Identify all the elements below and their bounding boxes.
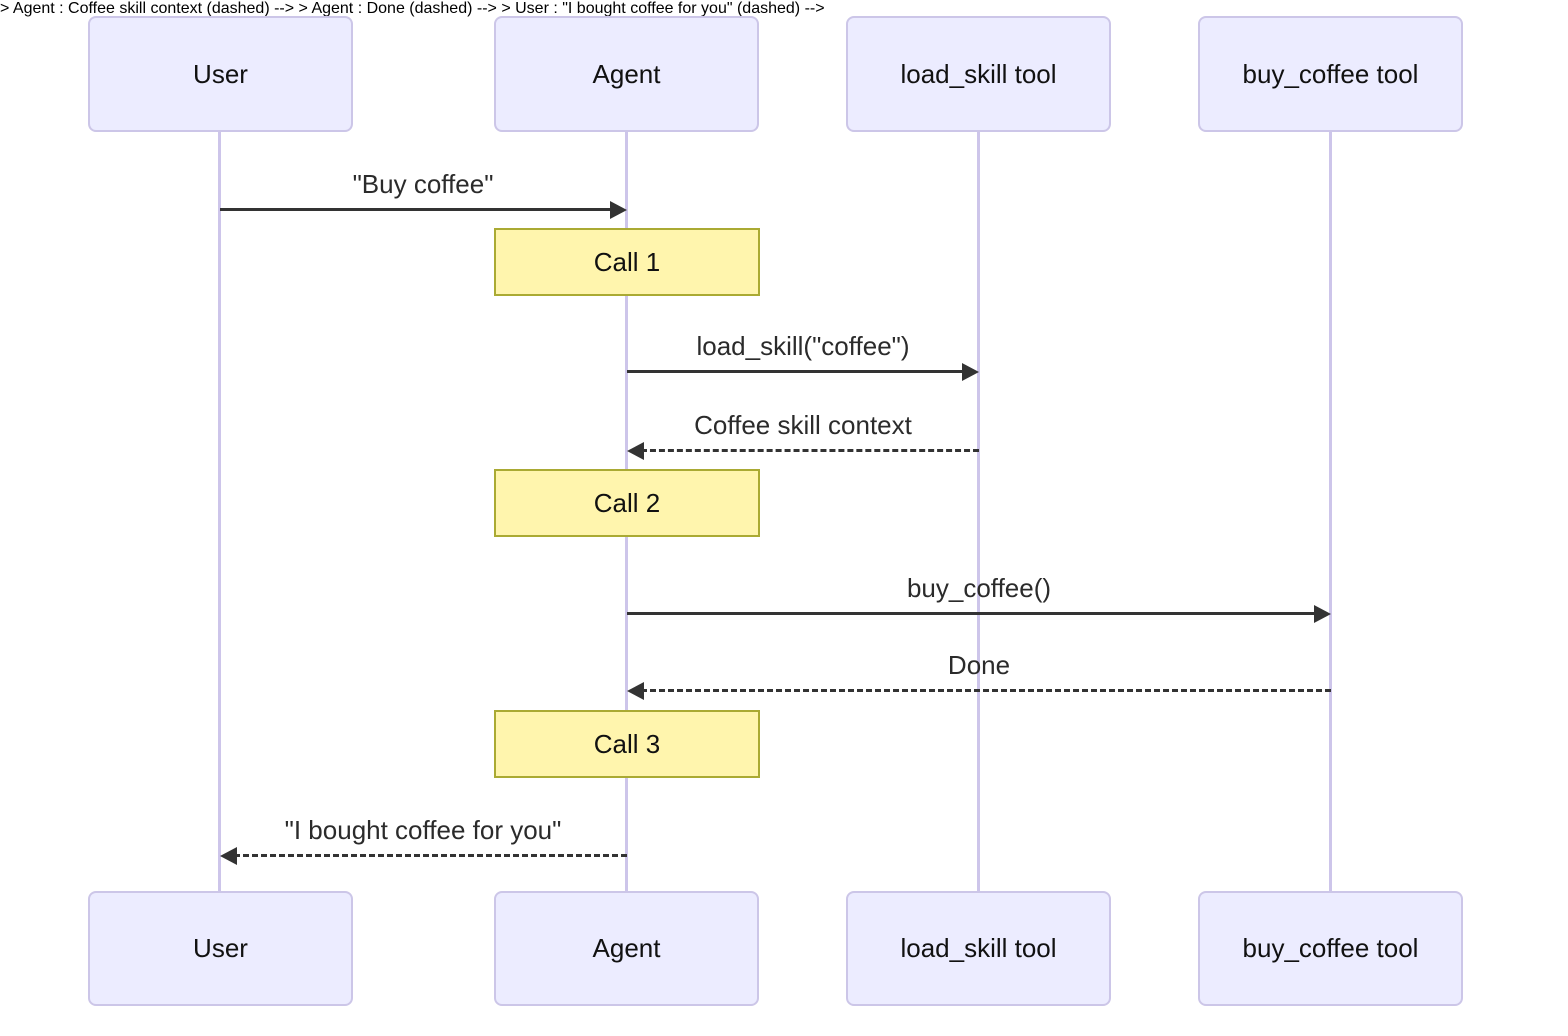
actor-agent-top: Agent [494, 16, 759, 132]
actor-user-label: User [193, 933, 248, 963]
note-call-1-label: Call 1 [593, 246, 661, 277]
message-load-skill-label: load_skill("coffee") [696, 331, 910, 361]
actor-user-bottom: User [88, 891, 353, 1006]
message-buy-coffee-label: "Buy coffee" [352, 169, 494, 199]
message-buy-coffee-call-line [627, 612, 1317, 615]
lifeline-buy-coffee [1329, 132, 1332, 891]
actor-user-label: User [193, 58, 248, 89]
actor-load-skill-label: load_skill tool [900, 933, 1057, 963]
arrowhead-right-icon [1314, 605, 1331, 623]
arrowhead-right-icon [962, 363, 979, 381]
actor-agent-bottom: Agent [494, 891, 759, 1006]
note-call-3-label: Call 3 [593, 728, 661, 759]
message-done-line [641, 689, 1331, 692]
note-call-1: Call 1 [494, 228, 760, 296]
actor-user-top: User [88, 16, 353, 132]
lifeline-load-skill [977, 132, 980, 891]
actor-load-skill-top: load_skill tool [846, 16, 1111, 132]
message-skill-context-label: Coffee skill context [694, 410, 912, 440]
note-call-3: Call 3 [494, 710, 760, 778]
message-buy-coffee-call-label: buy_coffee() [906, 573, 1052, 603]
note-call-2-label: Call 2 [593, 487, 661, 518]
message-skill-context-line [641, 449, 979, 452]
actor-buy-coffee-top: buy_coffee tool [1198, 16, 1463, 132]
actor-buy-coffee-label: buy_coffee tool [1242, 58, 1419, 89]
actor-agent-label: Agent [592, 58, 661, 89]
actor-load-skill-label: load_skill tool [900, 58, 1057, 89]
arrowhead-right-icon [610, 201, 627, 219]
actor-load-skill-bottom: load_skill tool [846, 891, 1111, 1006]
actor-buy-coffee-label: buy_coffee tool [1242, 933, 1419, 963]
actor-agent-label: Agent [592, 933, 661, 963]
message-bought-coffee-label: "I bought coffee for you" [284, 815, 562, 845]
lifeline-user [218, 132, 221, 891]
message-bought-coffee-line [234, 854, 627, 857]
actor-buy-coffee-bottom: buy_coffee tool [1198, 891, 1463, 1006]
arrowhead-left-icon [627, 682, 644, 700]
arrowhead-left-icon [220, 847, 237, 865]
message-done-label: Done [947, 650, 1011, 680]
message-load-skill-line [627, 370, 965, 373]
arrowhead-left-icon [627, 442, 644, 460]
note-call-2: Call 2 [494, 469, 760, 537]
message-buy-coffee-line [220, 208, 613, 211]
